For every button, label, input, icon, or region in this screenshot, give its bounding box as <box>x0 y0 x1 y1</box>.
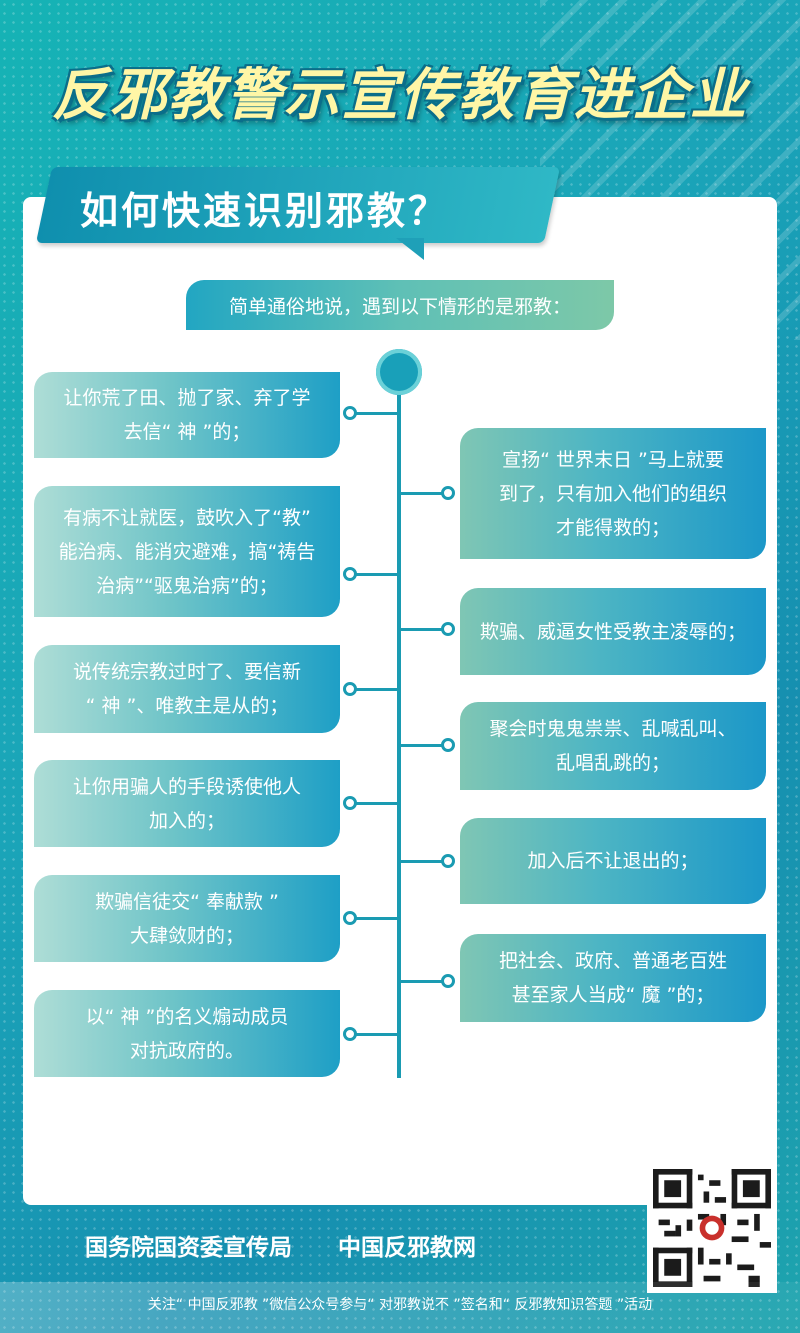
qr-code-graphic <box>653 1169 771 1287</box>
timeline-head-circle <box>376 349 422 395</box>
footer-org-cnfxj: 中国反邪教网 <box>338 1235 476 1261</box>
timeline-line <box>397 372 401 1078</box>
poster-title: 反邪教警示宣传教育进企业 <box>52 63 748 128</box>
timeline-branch <box>400 980 445 983</box>
left-item-card: 有病不让就医，鼓吹入了“教” 能治病、能消灾避难，搞“祷告 治病”“驱鬼治病”的… <box>34 486 340 617</box>
timeline-node <box>343 796 357 810</box>
timeline-node <box>343 567 357 581</box>
timeline-branch <box>354 917 399 920</box>
timeline-node <box>441 854 455 868</box>
right-item-card: 欺骗、威逼女性受教主凌辱的； <box>460 588 766 675</box>
timeline-branch <box>354 688 399 691</box>
subtitle: 如何快速识别邪教？ <box>80 189 450 233</box>
timeline-node <box>441 738 455 752</box>
right-item-card: 宣扬“ 世界末日 ”马上就要 到了，只有加入他们的组织 才能得救的； <box>460 428 766 559</box>
left-item-card: 说传统宗教过时了、要信新 “ 神 ”、唯教主是从的； <box>34 645 340 733</box>
timeline-node <box>343 682 357 696</box>
footer-organizations: 国务院国资委宣传局 中国反邪教网 <box>85 1228 522 1262</box>
left-item-card: 让你用骗人的手段诱使他人 加入的； <box>34 760 340 847</box>
right-item-card: 聚会时鬼鬼祟祟、乱喊乱叫、 乱唱乱跳的； <box>460 702 766 790</box>
timeline-node <box>343 406 357 420</box>
timeline-branch <box>354 412 399 415</box>
timeline-node <box>441 622 455 636</box>
timeline-branch <box>354 802 399 805</box>
intro-box: 简单通俗地说，遇到以下情形的是邪教： <box>186 280 614 330</box>
left-item-card: 以“ 神 ”的名义煽动成员 对抗政府的。 <box>34 990 340 1077</box>
intro-text: 简单通俗地说，遇到以下情形的是邪教： <box>228 295 571 318</box>
timeline-node <box>441 486 455 500</box>
footer-org-sasac: 国务院国资委宣传局 <box>85 1235 292 1261</box>
timeline-node <box>441 974 455 988</box>
right-item-card: 把社会、政府、普通老百姓 甚至家人当成“ 魔 ”的； <box>460 934 766 1022</box>
right-item-card: 加入后不让退出的； <box>460 818 766 904</box>
qr-code-icon[interactable] <box>647 1163 777 1293</box>
timeline-node <box>343 911 357 925</box>
left-item-card: 让你荒了田、抛了家、弃了学 去信“ 神 ”的； <box>34 372 340 458</box>
timeline-branch <box>400 628 445 631</box>
subtitle-banner-tail <box>396 238 424 260</box>
timeline-branch <box>354 573 399 576</box>
left-item-card: 欺骗信徒交“ 奉献款 ” 大肆敛财的； <box>34 875 340 962</box>
timeline-branch <box>354 1033 399 1036</box>
timeline-branch <box>400 492 445 495</box>
footer-band <box>0 1282 800 1333</box>
footer-note: 关注“ 中国反邪教 ”微信公众号参与“ 对邪教说不 ”签名和“ 反邪教知识答题 … <box>147 1297 653 1313</box>
timeline-branch <box>400 860 445 863</box>
timeline-branch <box>400 744 445 747</box>
timeline-node <box>343 1027 357 1041</box>
